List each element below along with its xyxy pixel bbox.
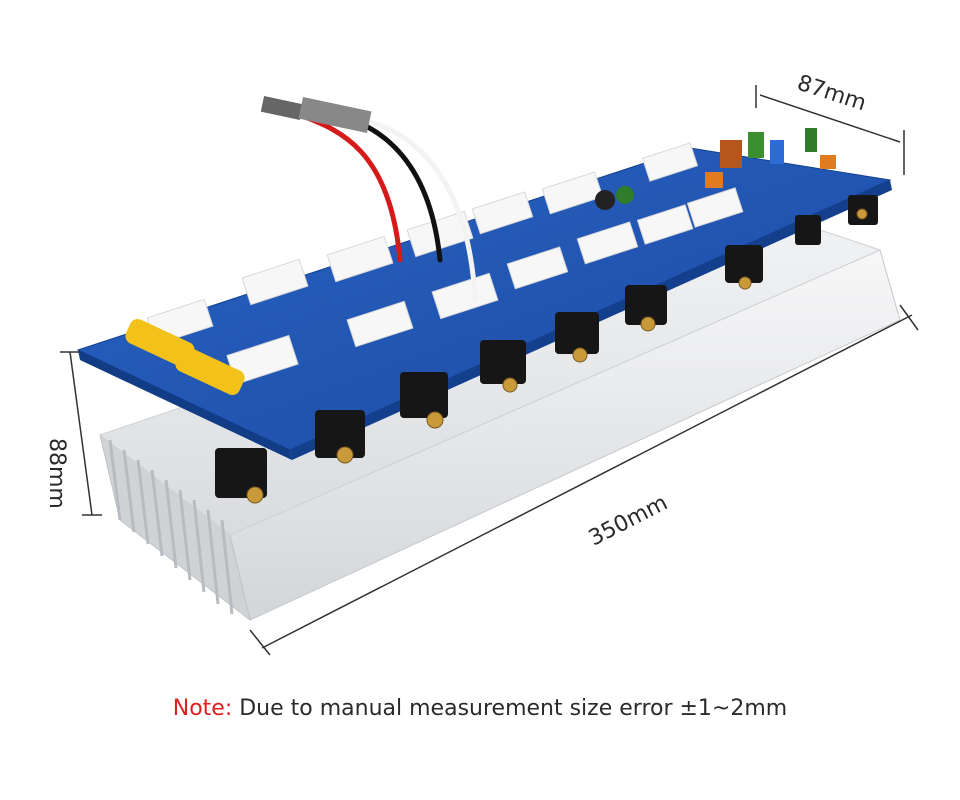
note-text: Due to manual measurement size error ±1~…: [232, 696, 788, 721]
power-transistors: [215, 195, 878, 504]
measurement-note: Note: Due to manual measurement size err…: [0, 696, 960, 721]
heatsink-fins: [108, 439, 234, 615]
dimension-label-height: 88mm: [44, 438, 69, 509]
dimension-lines: [60, 85, 919, 656]
wire-connector: [260, 96, 372, 134]
signal-components: [595, 128, 836, 210]
yellow-capacitors: [125, 319, 245, 395]
power-resistors: [146, 142, 744, 385]
dimension-label-length: 350mm: [585, 491, 672, 552]
note-label: Note:: [172, 696, 233, 721]
